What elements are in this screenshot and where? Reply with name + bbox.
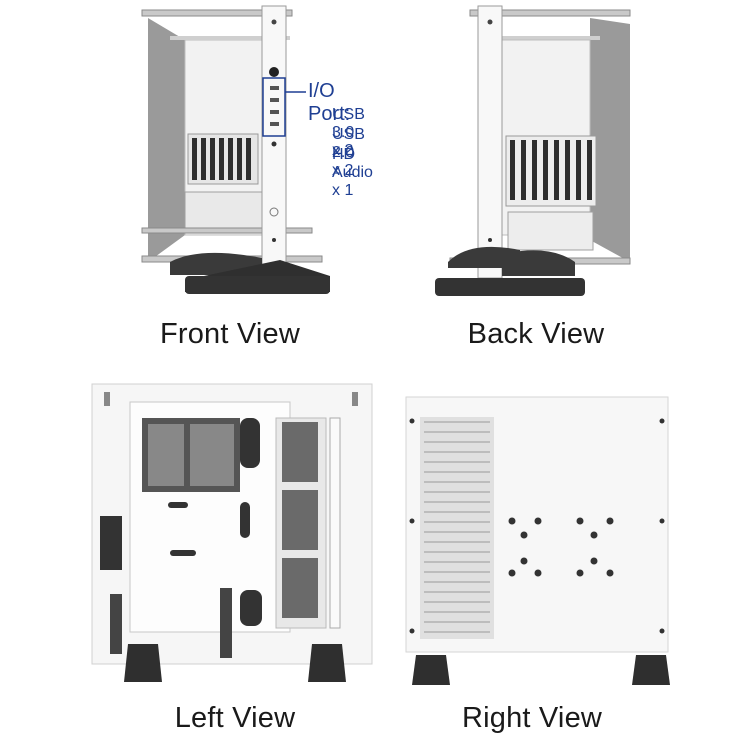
left-view-image <box>91 383 373 682</box>
back-view-image <box>435 5 631 296</box>
io-port-title: I/O Port: <box>308 80 351 125</box>
io-line-usb2: USB 2.0 x 2 <box>332 126 365 179</box>
io-line-audio: HD Audio x 1 <box>332 146 373 199</box>
right-view-caption: Right View <box>461 702 603 734</box>
back-view-caption: Back View <box>467 318 605 350</box>
io-line-usb3: USB 3.0 x 2 <box>332 106 365 159</box>
right-view-image <box>405 396 670 685</box>
left-view-caption: Left View <box>174 702 296 734</box>
front-view-image <box>141 5 330 294</box>
front-view-caption: Front View <box>159 318 301 350</box>
